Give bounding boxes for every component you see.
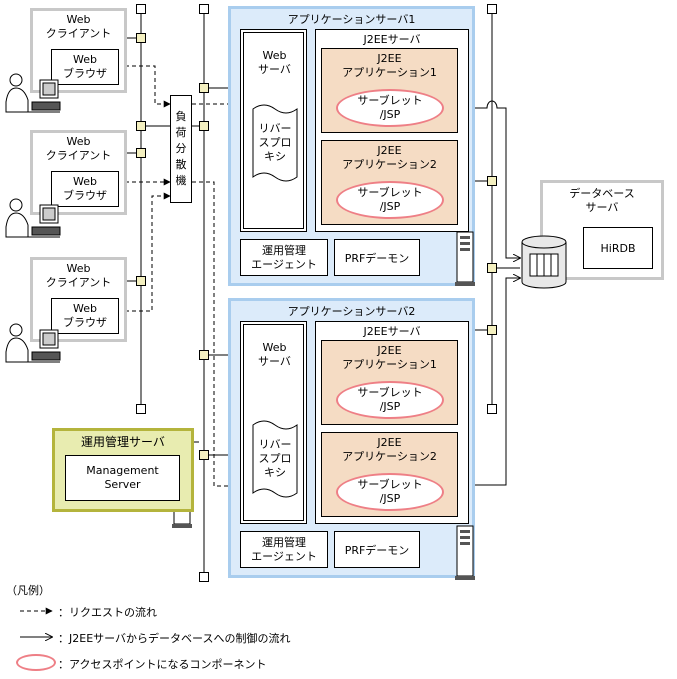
servlet-jsp: サーブレット /JSP xyxy=(336,381,444,419)
j2ee-server: J2EEサーバ J2EE アプリケーション1 サーブレット /JSP J2EE … xyxy=(315,321,469,524)
management-server: 運用管理サーバ Management Server xyxy=(52,428,194,512)
web-client-label: Web クライアント xyxy=(45,262,112,289)
bus-terminator-icon xyxy=(136,4,146,14)
control-flow-as2-to-db xyxy=(472,278,520,486)
network-port-icon xyxy=(199,121,209,131)
web-server: Web サーバ リバー スプロ キシ xyxy=(240,29,307,232)
app-server-2: アプリケーションサーバ2 Web サーバ リバー スプロ キシ J2EEサーバ … xyxy=(228,298,475,578)
j2ee-server: J2EEサーバ J2EE アプリケーション1 サーブレット /JSP J2EE … xyxy=(315,29,469,232)
reverse-proxy: リバー スプロ キシ xyxy=(258,438,292,479)
user-pc-icon xyxy=(5,73,61,113)
network-port-icon xyxy=(199,83,209,93)
web-browser: Web ブラウザ xyxy=(51,49,119,85)
request-flow-3 xyxy=(118,192,171,312)
legend-access-point-ellipse xyxy=(16,654,56,671)
server-tower-icon xyxy=(455,525,475,580)
web-server-label: Web サーバ xyxy=(258,49,291,76)
load-balancer: 負 荷 分 散 機 xyxy=(170,95,192,203)
j2ee-application-1: J2EE アプリケーション1 サーブレット /JSP xyxy=(321,340,458,425)
web-client-label: Web クライアント xyxy=(45,13,112,40)
j2ee-application-1: J2EE アプリケーション1 サーブレット /JSP xyxy=(321,48,458,133)
servlet-jsp: サーブレット /JSP xyxy=(336,473,444,511)
reverse-proxy-shape xyxy=(252,104,298,182)
network-port-icon xyxy=(136,33,146,43)
servlet-jsp: サーブレット /JSP xyxy=(336,181,444,219)
management-agent: 運用管理 エージェント xyxy=(240,239,328,276)
server-tower-icon xyxy=(455,231,475,286)
prf-daemon: PRFデーモン xyxy=(334,531,420,568)
bus-terminator-icon xyxy=(199,572,209,582)
reverse-proxy-shape xyxy=(252,420,298,498)
application-label: J2EE アプリケーション1 xyxy=(342,52,437,79)
web-browser: Web ブラウザ xyxy=(51,171,119,207)
user-pc-icon xyxy=(5,198,61,238)
bus-terminator-icon xyxy=(136,404,146,414)
app-server-1: アプリケーションサーバ1 Web サーバ リバー スプロ キシ J2EEサーバ … xyxy=(228,6,475,286)
application-label: J2EE アプリケーション2 xyxy=(342,144,437,171)
management-server-title: 運用管理サーバ xyxy=(81,435,165,449)
web-server: Web サーバ リバー スプロ キシ xyxy=(240,321,307,524)
network-port-icon xyxy=(199,450,209,460)
app-server-title: アプリケーションサーバ2 xyxy=(287,305,416,318)
web-client-3: Web クライアント Web ブラウザ xyxy=(30,257,127,342)
request-flow-1 xyxy=(118,65,171,108)
j2ee-server-label: J2EEサーバ xyxy=(363,325,421,338)
network-port-icon xyxy=(136,121,146,131)
management-server-product: Management Server xyxy=(65,455,180,501)
network-port-icon xyxy=(487,176,497,186)
j2ee-application-2: J2EE アプリケーション2 サーブレット /JSP xyxy=(321,140,458,225)
bus-terminator-icon xyxy=(199,4,209,14)
j2ee-application-2: J2EE アプリケーション2 サーブレット /JSP xyxy=(321,432,458,517)
bus-terminator-icon xyxy=(487,4,497,14)
management-agent: 運用管理 エージェント xyxy=(240,531,328,568)
web-browser: Web ブラウザ xyxy=(51,298,119,334)
bus-terminator-icon xyxy=(487,404,497,414)
legend-access-label: ：アクセスポイントになるコンポーネント xyxy=(58,658,267,671)
network-port-icon xyxy=(487,263,497,273)
database-cylinder-icon xyxy=(521,235,567,289)
j2ee-server-label: J2EEサーバ xyxy=(363,33,421,46)
network-port-icon xyxy=(136,276,146,286)
legend-control-label: ：J2EEサーバからデータベースへの制御の流れ xyxy=(58,632,291,645)
user-pc-icon xyxy=(5,323,61,363)
network-port-icon xyxy=(199,350,209,360)
legend-title: （凡例） xyxy=(6,584,50,597)
app-server-title: アプリケーションサーバ1 xyxy=(287,13,416,26)
web-client-label: Web クライアント xyxy=(45,135,112,162)
control-flow-as1-to-db xyxy=(472,100,520,258)
web-client-2: Web クライアント Web ブラウザ xyxy=(30,130,127,215)
application-label: J2EE アプリケーション2 xyxy=(342,436,437,463)
database-server-title: データベース サーバ xyxy=(569,187,635,214)
network-port-icon xyxy=(136,148,146,158)
application-label: J2EE アプリケーション1 xyxy=(342,344,437,371)
prf-daemon: PRFデーモン xyxy=(334,239,420,276)
network-port-icon xyxy=(487,325,497,335)
servlet-jsp: サーブレット /JSP xyxy=(336,89,444,127)
request-flow-lb-to-ws2 xyxy=(192,181,247,490)
legend-request-label: ：リクエストの流れ xyxy=(58,606,157,619)
web-server-label: Web サーバ xyxy=(258,341,291,368)
web-client-1: Web クライアント Web ブラウザ xyxy=(30,8,127,93)
hirdb-box: HiRDB xyxy=(583,227,653,269)
reverse-proxy: リバー スプロ キシ xyxy=(258,122,292,163)
